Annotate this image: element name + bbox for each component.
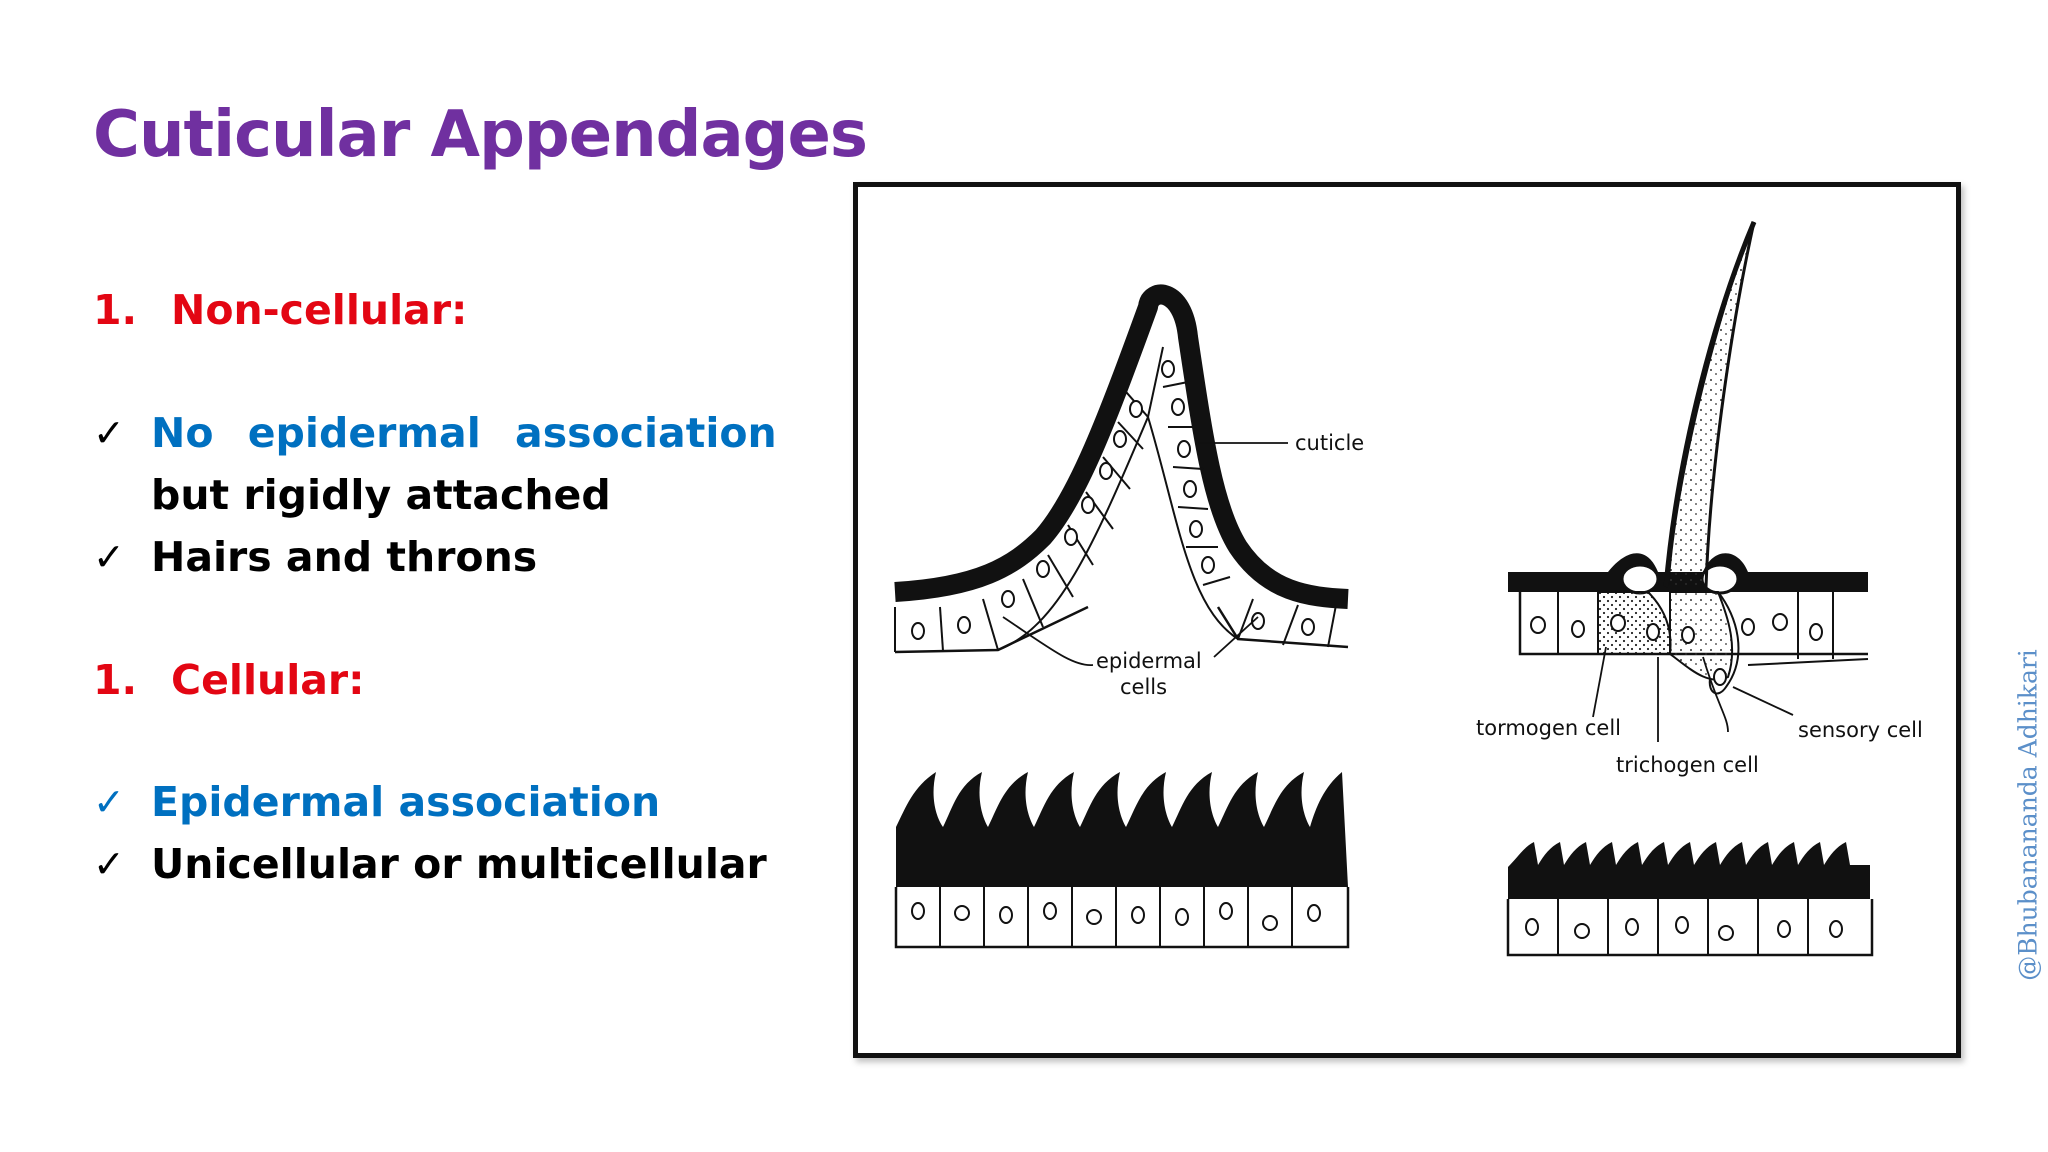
checkmark-icon: ✓: [93, 780, 125, 824]
slide-title: Cuticular Appendages: [93, 98, 868, 172]
section-heading-cellular: 1. Cellular:: [93, 656, 365, 704]
microtrichia-cuticle-illustration: [1506, 842, 1874, 957]
cuticular-appendages-diagram: cuticle epidermal cells: [853, 182, 1961, 1058]
label-cuticle: cuticle: [1295, 431, 1364, 455]
label-epidermal: epidermal: [1096, 649, 1202, 673]
checkmark-icon: ✓: [93, 411, 125, 455]
section-heading-non-cellular: 1. Non-cellular:: [93, 286, 467, 334]
bullet-text-line: but rigidly attached: [151, 471, 611, 519]
bullet-text-line: No epidermal association: [151, 409, 777, 457]
bullet-text-line: Epidermal association: [151, 778, 661, 826]
bullet-hairs-and-throns: ✓ Hairs and throns: [93, 526, 537, 588]
diagram-svg: cuticle epidermal cells: [894, 221, 1923, 957]
bullet-text-line: Unicellular or multicellular: [151, 840, 767, 888]
author-watermark: @Bhubanananda Adhikari: [2013, 649, 2043, 981]
bullet-no-epidermal-association: ✓ No epidermal association but rigidly a…: [93, 402, 777, 526]
label-cells: cells: [1120, 675, 1167, 699]
bullet-text-line: Hairs and throns: [151, 533, 538, 581]
checkmark-icon: ✓: [93, 535, 125, 579]
seta-socket-illustration: tormogen cell trichogen cell sensory cel…: [1476, 221, 1923, 777]
label-trichogen-cell: trichogen cell: [1616, 753, 1759, 777]
label-sensory-cell: sensory cell: [1798, 718, 1923, 742]
checkmark-icon: ✓: [93, 842, 125, 886]
bullet-unicellular-or-multicellular: ✓ Unicellular or multicellular: [93, 833, 767, 895]
label-tormogen-cell: tormogen cell: [1476, 716, 1621, 740]
section-number: 1.: [93, 656, 138, 704]
bullet-epidermal-association: ✓ Epidermal association: [93, 771, 660, 833]
section-number: 1.: [93, 286, 138, 334]
section-heading-text: Non-cellular:: [171, 286, 468, 334]
multicellular-spine-illustration: cuticle epidermal cells: [894, 284, 1364, 699]
spiny-cuticle-illustration: [894, 772, 1350, 949]
section-heading-text: Cellular:: [171, 656, 365, 704]
